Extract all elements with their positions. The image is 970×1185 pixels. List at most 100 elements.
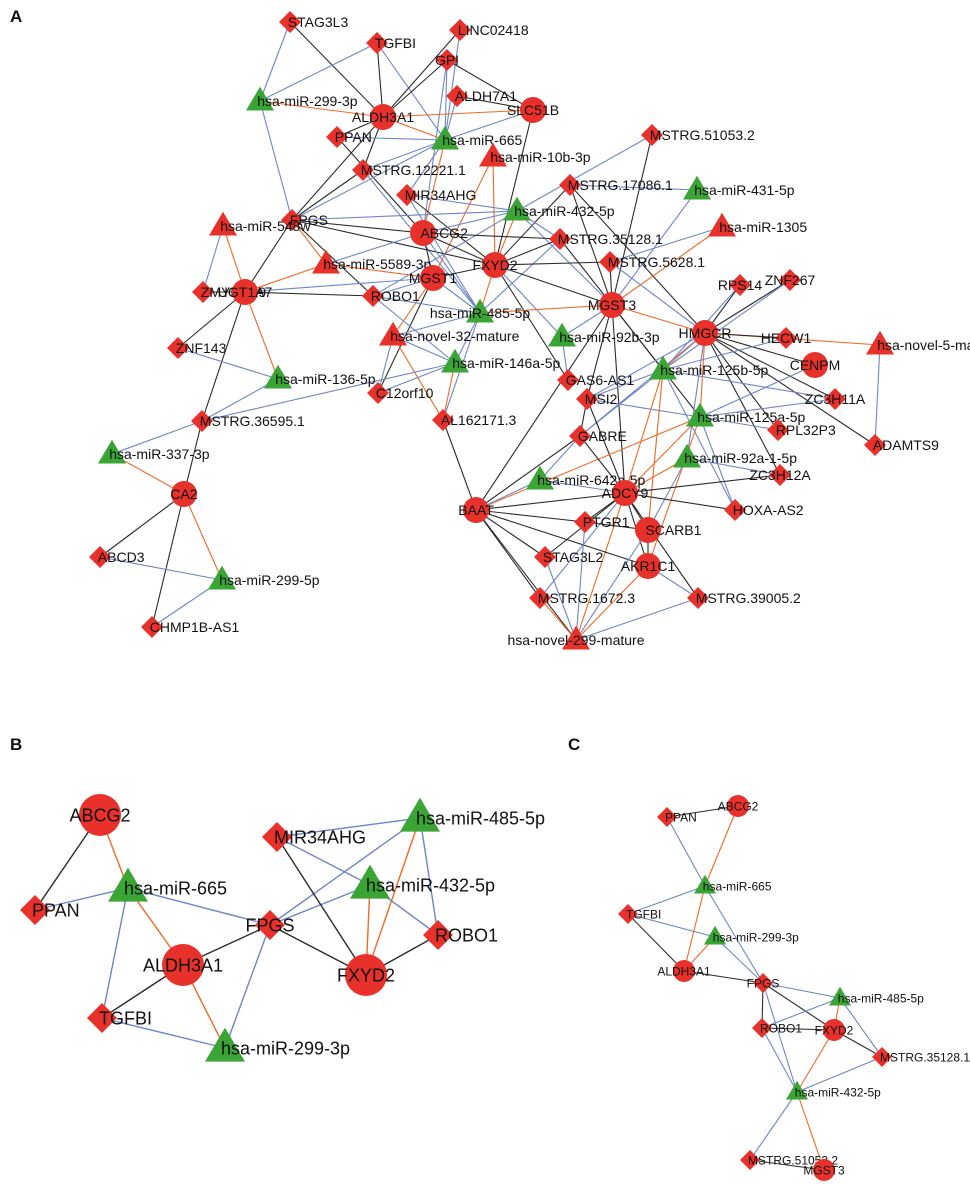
node-label: hsa-miR-432-5p bbox=[514, 203, 615, 219]
node-label: MSTRG.51053.2 bbox=[650, 127, 755, 143]
edge-miR125b-MSI2 bbox=[586, 369, 664, 400]
triangle-node-icon bbox=[208, 565, 236, 590]
node-label: hsa-miR-431-5p bbox=[694, 182, 795, 198]
edge-miR299_3p-ALDH3A1 bbox=[259, 100, 384, 118]
triangle-node-icon bbox=[108, 867, 148, 902]
edge-ALDH3A1-FPGS bbox=[683, 970, 764, 984]
node-ALDH3A1: ALDH3A1 bbox=[143, 944, 223, 986]
node-label: AKR1C1 bbox=[621, 558, 676, 574]
triangle-node-icon bbox=[479, 142, 507, 167]
diamond-node-icon bbox=[281, 209, 303, 231]
edge-miR665-FPGS bbox=[127, 887, 271, 926]
node-HOXAAS2: HOXA-AS2 bbox=[724, 499, 804, 521]
node-label: CA2 bbox=[170, 486, 197, 502]
node-label: MIR34AHG bbox=[274, 827, 366, 847]
edge-SLC51B-ALDH3A1 bbox=[382, 109, 534, 118]
diamond-node-icon bbox=[366, 32, 388, 54]
edge-MGST1-C12orf10 bbox=[377, 277, 434, 394]
node-SLC51B: SLC51B bbox=[507, 97, 559, 123]
diamond-node-icon bbox=[191, 410, 213, 432]
node-label: hsa-miR-92b-3p bbox=[559, 329, 660, 345]
node-label: GPI bbox=[435, 52, 459, 68]
diamond-node-icon bbox=[618, 904, 638, 924]
circle-node-icon bbox=[692, 320, 718, 346]
edge-miR125a-ADCY9 bbox=[624, 416, 701, 494]
edge-HMGCR-MSI2 bbox=[586, 332, 706, 400]
circle-node-icon bbox=[370, 104, 396, 130]
edge-miR431-MGST3 bbox=[611, 189, 698, 306]
node-label: MSTRG.5628.1 bbox=[608, 254, 705, 270]
node-miR299_3p: hsa-miR-299-3p bbox=[246, 86, 358, 111]
node-MSTRG35128: MSTRG.35128.1 bbox=[549, 228, 663, 250]
node-miR125b: hsa-miR-125b-5p bbox=[649, 355, 769, 380]
node-label: MSTRG.39005.2 bbox=[696, 590, 801, 606]
node-MSTRG5628: MSTRG.5628.1 bbox=[599, 251, 705, 273]
edge-UGT1A7-ZNF143 bbox=[177, 291, 246, 349]
node-miR10b: hsa-miR-10b-3p bbox=[479, 142, 591, 167]
node-label: hsa-miR-1305 bbox=[719, 219, 807, 235]
edge-AKR1C1-novel299 bbox=[575, 565, 649, 641]
edge-HMGCR-CENPM bbox=[704, 332, 816, 366]
node-label: FPGS bbox=[747, 976, 780, 990]
edge-miR5589-UGT1A7 bbox=[244, 263, 327, 293]
node-label: RPS14 bbox=[718, 277, 763, 293]
node-MSTRG35128: MSTRG.35128.1 bbox=[872, 1047, 970, 1067]
node-label: PPAN bbox=[665, 810, 697, 824]
node-label: hsa-miR-5589-3p bbox=[323, 256, 431, 272]
node-label: hsa-miR-432-5p bbox=[795, 1085, 881, 1099]
node-label: hsa-miR-299-3p bbox=[257, 93, 358, 109]
node-label: FXYD2 bbox=[815, 1023, 854, 1037]
triangle-node-icon bbox=[866, 330, 894, 355]
edge-MIR34AHG-miR485 bbox=[276, 817, 421, 838]
node-PPAN: PPAN bbox=[657, 807, 697, 827]
edge-PPAN-miR665 bbox=[34, 887, 129, 911]
node-TGFBI: TGFBI bbox=[87, 1003, 152, 1033]
node-ZC3H12A: ZC3H12A bbox=[749, 464, 811, 486]
node-miR485: hsa-miR-485-5p bbox=[829, 986, 924, 1006]
edge-FXYD2-miR92b bbox=[494, 264, 563, 338]
node-label: MGST1 bbox=[409, 270, 457, 286]
node-MIR34AHG: MIR34AHG bbox=[262, 822, 366, 852]
triangle-node-icon bbox=[548, 322, 576, 347]
edge-ROBO1-miR146a bbox=[372, 295, 456, 364]
diamond-node-icon bbox=[262, 822, 292, 852]
diamond-node-icon bbox=[779, 269, 801, 291]
node-ROBO1: ROBO1 bbox=[423, 920, 498, 950]
node-label: ZC3H12A bbox=[749, 467, 811, 483]
edge-STAG3L3-ALDH3A1 bbox=[289, 21, 384, 118]
edge-PPAN-miR665 bbox=[666, 816, 706, 887]
edge-GABRE-miR642a bbox=[539, 435, 581, 481]
diamond-node-icon bbox=[569, 425, 591, 447]
node-label: SCARB1 bbox=[645, 522, 701, 538]
edge-MSTRG17086-HMGCR bbox=[569, 184, 706, 334]
edge-miR125b-ADCY9 bbox=[624, 369, 664, 494]
node-label: ROBO1 bbox=[760, 1021, 802, 1035]
node-label: GAS6-AS1 bbox=[566, 372, 635, 388]
diamond-node-icon bbox=[436, 49, 458, 71]
edge-GABRE-BAAT bbox=[475, 435, 581, 511]
node-AKR1C1: AKR1C1 bbox=[621, 553, 676, 579]
node-FPGS: FPGS bbox=[747, 973, 780, 993]
node-label: hsa-novel-5-mature bbox=[877, 337, 970, 353]
circle-node-icon bbox=[410, 220, 436, 246]
triangle-node-icon bbox=[379, 321, 407, 346]
edge-ADCY9-MSTRG1672 bbox=[539, 492, 626, 599]
node-label: hsa-miR-299-5p bbox=[219, 572, 320, 588]
edge-FXYD2-MGST3 bbox=[494, 264, 613, 306]
diamond-node-icon bbox=[529, 587, 551, 609]
edge-MSTRG51053-MGST3 bbox=[749, 1159, 825, 1171]
node-label: hsa-miR-299-3p bbox=[221, 1038, 350, 1058]
node-label: ROBO1 bbox=[435, 925, 498, 945]
edge-SLC51B-FXYD2 bbox=[494, 109, 534, 266]
diamond-node-icon bbox=[534, 546, 556, 568]
circle-node-icon bbox=[420, 265, 446, 291]
diamond-node-icon bbox=[141, 616, 163, 638]
node-MSTRG36595: MSTRG.36595.1 bbox=[191, 410, 305, 432]
triangle-node-icon bbox=[98, 439, 126, 464]
node-label: MSTRG.35128.1 bbox=[880, 1050, 970, 1064]
node-label: ADAMTS9 bbox=[873, 437, 939, 453]
node-MGST3: MGST3 bbox=[588, 292, 636, 318]
edge-MSTRG51053-MGST3 bbox=[611, 134, 653, 306]
edge-HMGCR-miR92a bbox=[686, 332, 706, 459]
edge-ALDH3A1-FPGS bbox=[291, 116, 384, 221]
